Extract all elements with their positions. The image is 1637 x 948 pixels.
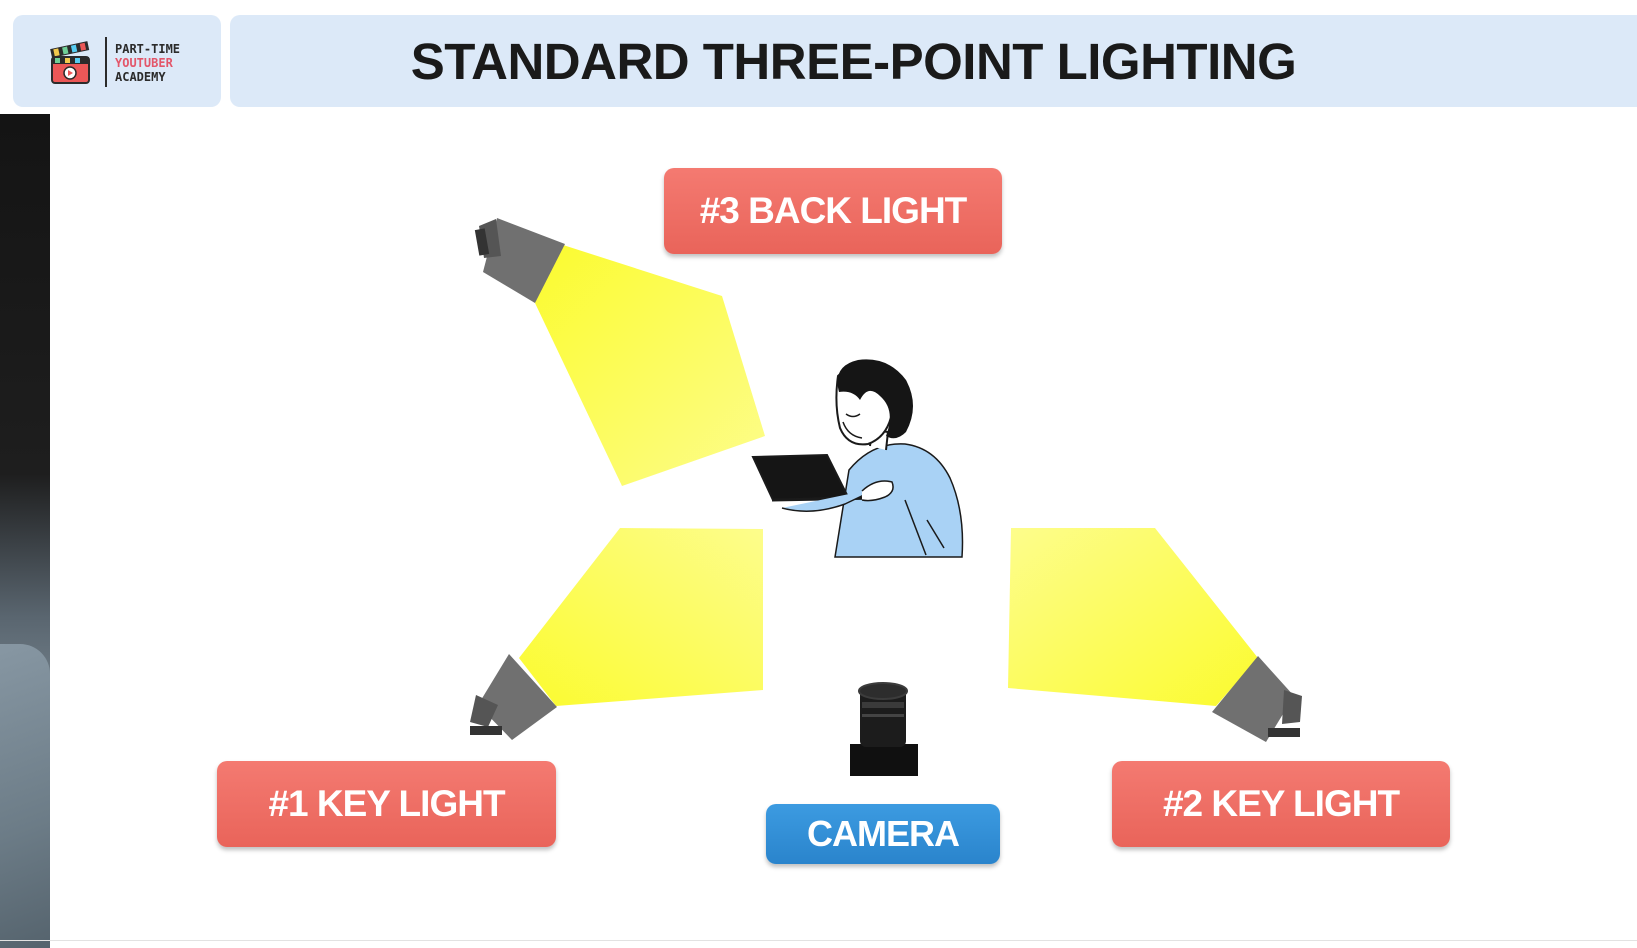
clapperboard-icon <box>50 41 90 84</box>
key-light-1-label: #1 KEY LIGHT <box>217 761 556 847</box>
title-bar: STANDARD THREE-POINT LIGHTING <box>230 15 1637 107</box>
logo-wordmark: PART-TIME YOUTUBER ACADEMY <box>115 42 180 84</box>
back-light-beam <box>535 244 765 486</box>
key-light-2-label-text: #2 KEY LIGHT <box>1162 783 1400 824</box>
camera-icon <box>850 682 918 776</box>
logo-divider <box>105 37 107 87</box>
bottom-divider <box>0 940 1637 941</box>
logo-line-3: ACADEMY <box>115 70 166 84</box>
spotlight-icon <box>474 218 565 303</box>
presenter-video-strip <box>0 114 50 948</box>
key-light-1-label-text: #1 KEY LIGHT <box>268 783 505 824</box>
back-light-label-text: #3 BACK LIGHT <box>699 190 968 231</box>
spotlight-icon <box>470 654 557 740</box>
back-light-label: #3 BACK LIGHT <box>664 168 1002 254</box>
spotlight-icon <box>1212 656 1302 742</box>
key-light-2-beam <box>1008 528 1258 706</box>
camera-label-text: CAMERA <box>807 813 960 854</box>
key-light-1-beam <box>519 528 763 706</box>
logo-line-1: PART-TIME <box>115 42 181 56</box>
academy-logo: PART-TIME YOUTUBER ACADEMY <box>13 15 221 107</box>
person-with-laptop-icon <box>751 359 964 558</box>
presenter-shoulder <box>0 644 50 948</box>
key-light-2-label: #2 KEY LIGHT <box>1112 761 1450 847</box>
page-title: STANDARD THREE-POINT LIGHTING <box>410 32 1297 90</box>
logo-line-2: YOUTUBER <box>115 56 173 70</box>
camera-label: CAMERA <box>766 804 1000 864</box>
